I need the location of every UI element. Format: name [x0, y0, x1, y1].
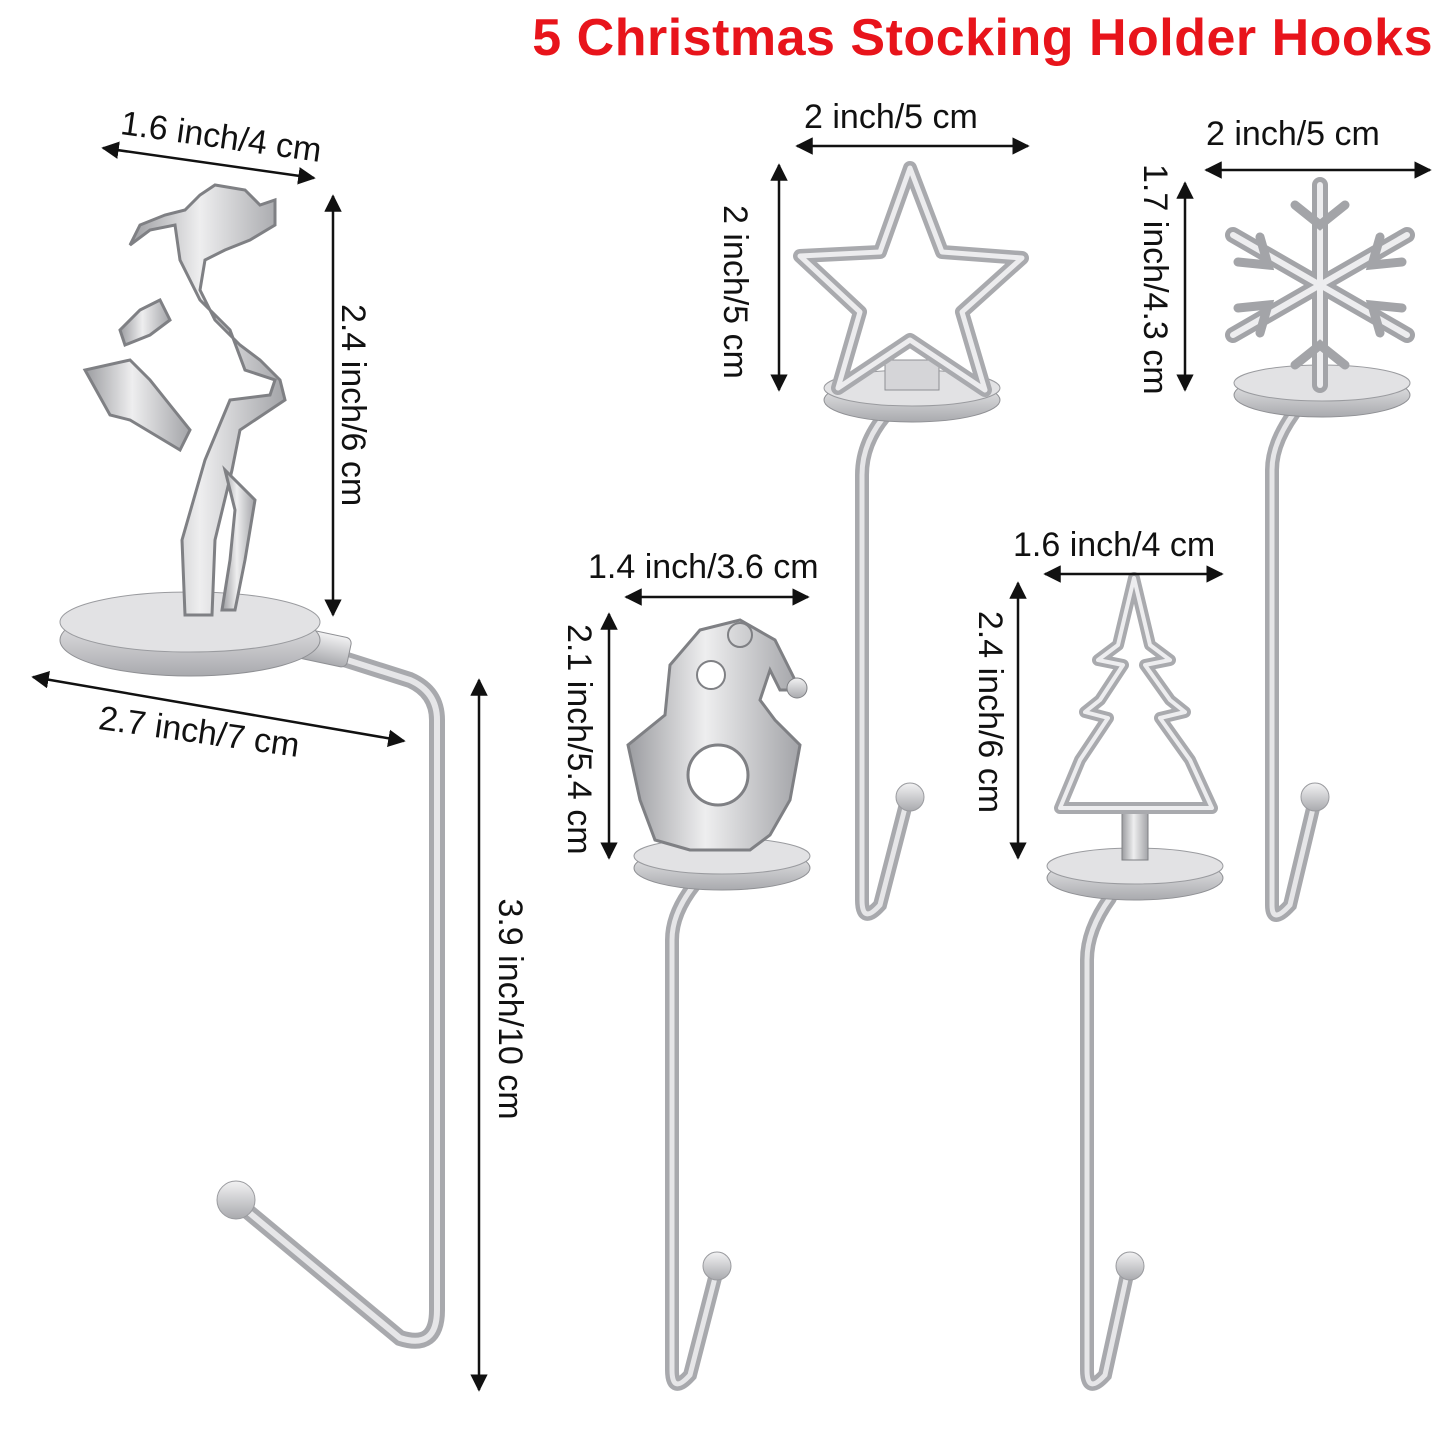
gnome-width-label: 1.4 inch/3.6 cm — [588, 548, 819, 586]
reindeer-figure — [128, 183, 287, 617]
reindeer-hook — [59, 183, 445, 1349]
star-hook — [793, 161, 1029, 921]
tree-height-label: 2.4 inch/6 cm — [971, 610, 1009, 814]
gnome-hook — [626, 618, 811, 1391]
reindeer-base-width-arrow — [31, 671, 406, 747]
star-width-label: 2 inch/5 cm — [804, 98, 978, 136]
tree-figure — [1054, 572, 1218, 814]
reindeer-hook-ball — [216, 1180, 256, 1220]
reindeer-top-width-arrow — [101, 141, 316, 185]
page-title: 5 Christmas Stocking Holder Hooks — [532, 9, 1433, 67]
gnome-figure — [626, 618, 803, 852]
star-figure — [793, 161, 1029, 397]
star-height-label: 2 inch/5 cm — [716, 205, 754, 379]
tree-hook — [1046, 572, 1224, 1391]
snowflake-width-label: 2 inch/5 cm — [1206, 115, 1380, 153]
snowflake-hook — [1225, 177, 1415, 922]
tree-width-label: 1.6 inch/4 cm — [1013, 526, 1216, 564]
reindeer-height-label: 2.4 inch/6 cm — [334, 304, 372, 507]
snowflake-height-label: 1.7 inch/4.3 cm — [1136, 164, 1174, 395]
reindeer-hook-height-label: 3.9 inch/10 cm — [491, 898, 529, 1120]
gnome-height-label: 2.1 inch/5.4 cm — [560, 624, 598, 855]
